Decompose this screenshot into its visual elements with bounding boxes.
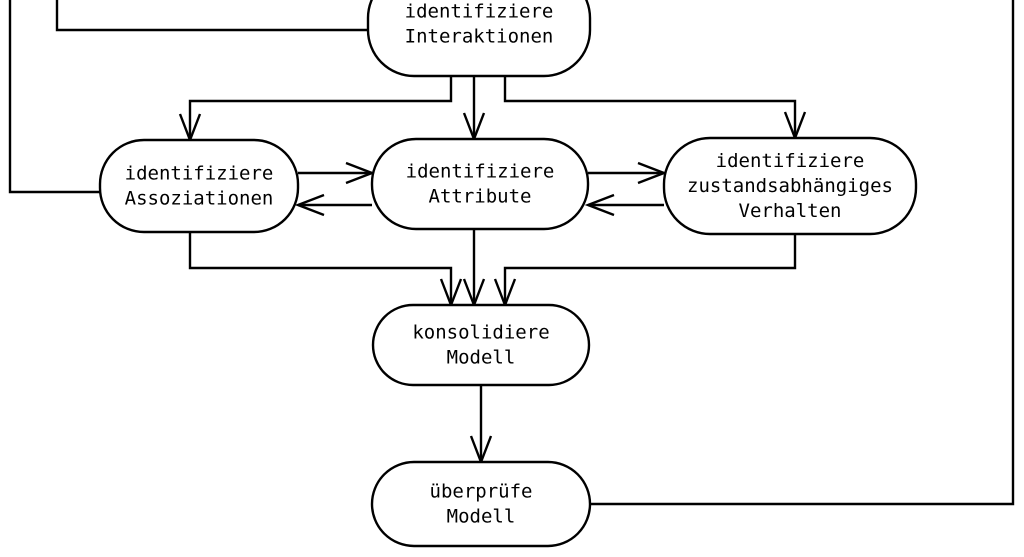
edge-konsolidiere-to-ueberpruefe <box>469 385 493 466</box>
node-shape-ueberpruefe[interactable] <box>370 460 592 548</box>
edge-attribute-to-zustandsabhaengiges <box>588 161 668 185</box>
edge-interaktionen-to-attribute <box>462 76 486 143</box>
edge-attribute-to-konsolidiere <box>462 229 486 309</box>
node-shape-konsolidiere[interactable] <box>371 303 591 387</box>
arrowhead-zustandsabhaengiges-to-attribute <box>584 193 615 217</box>
edges-layer <box>8 0 1015 506</box>
edge-interaktionen-to-zustandsabhaengiges <box>503 76 807 142</box>
edge-interaktionen-to-assoziationen <box>178 76 453 144</box>
edge-zustandsabhaengiges-to-attribute <box>584 193 664 217</box>
edge-assoziationen-to-konsolidiere <box>188 232 463 309</box>
edge-ueberpruefe-feedback-right <box>590 0 1015 506</box>
node-shape-zustandsabhaengiges[interactable] <box>662 136 918 236</box>
arrowhead-attribute-to-assoziationen <box>294 193 325 217</box>
edge-assoziationen-feedback-left <box>8 0 100 194</box>
node-shape-assoziationen[interactable] <box>98 138 300 234</box>
edge-zustandsabhaengiges-to-konsolidiere <box>493 234 797 309</box>
edge-attribute-to-assoziationen <box>294 193 372 217</box>
node-shape-interaktionen[interactable] <box>366 0 592 78</box>
edge-assoziationen-to-attribute <box>298 161 376 185</box>
node-shape-attribute[interactable] <box>370 137 590 231</box>
edge-interaktionen-feedback-left <box>55 0 368 32</box>
